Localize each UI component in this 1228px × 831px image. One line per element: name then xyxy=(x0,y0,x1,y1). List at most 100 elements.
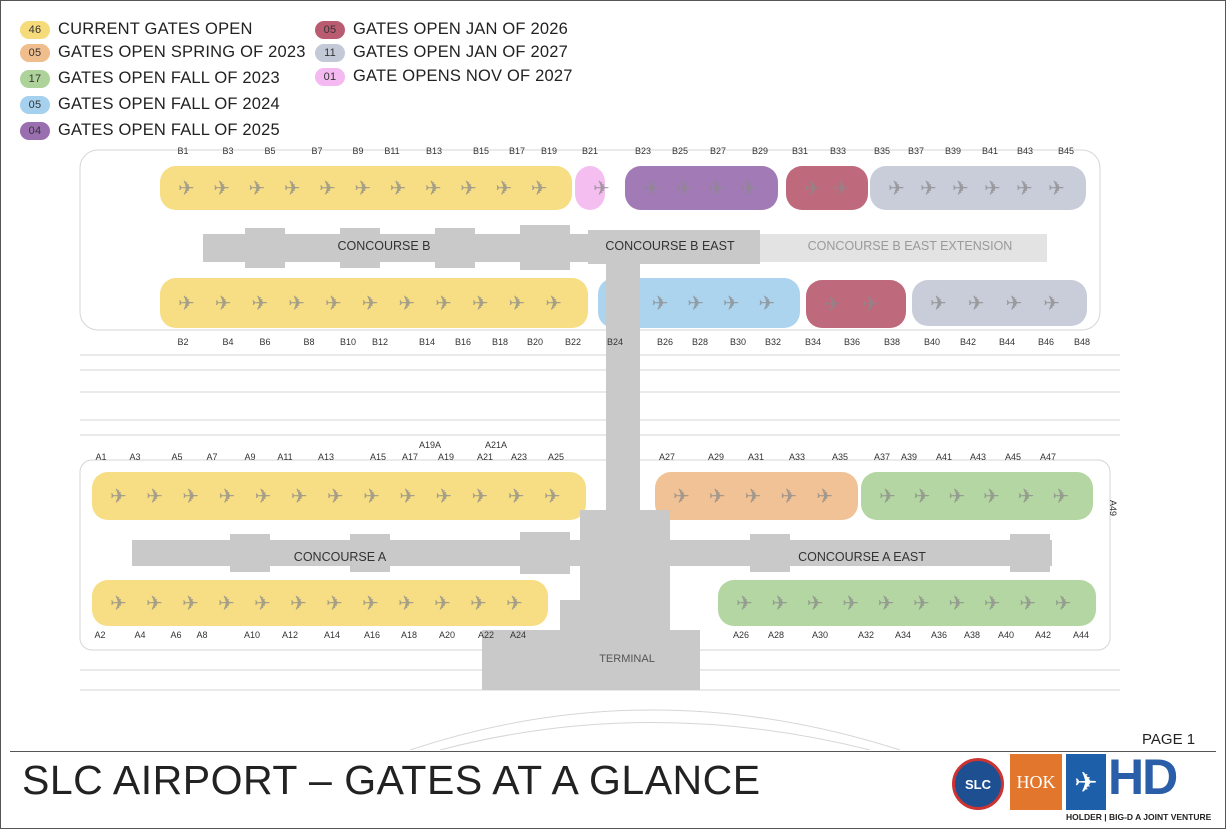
aircraft-icon: ✈ xyxy=(215,291,232,315)
gate-label: A30 xyxy=(812,630,828,640)
gate-label: B33 xyxy=(830,146,846,156)
legend-count-badge: 04 xyxy=(20,121,50,140)
gate-label: A12 xyxy=(282,630,298,640)
gate-label: A3 xyxy=(129,452,140,462)
legend-label: GATE OPENS NOV OF 2027 xyxy=(353,67,573,85)
gate-label: A24 xyxy=(510,630,526,640)
gate-label: A37 xyxy=(874,452,890,462)
gate-label: B8 xyxy=(303,337,314,347)
gate-label: A36 xyxy=(931,630,947,640)
aircraft-icon: ✈ xyxy=(879,484,896,508)
aircraft-icon: ✈ xyxy=(888,176,905,200)
aircraft-icon: ✈ xyxy=(780,484,797,508)
gate-label: B23 xyxy=(635,146,651,156)
legend-count-badge: 05 xyxy=(20,95,50,114)
aircraft-icon: ✈ xyxy=(327,484,344,508)
legend-count-badge: 05 xyxy=(20,43,50,62)
gate-label: A5 xyxy=(171,452,182,462)
page-title: SLC AIRPORT – GATES AT A GLANCE xyxy=(22,757,761,803)
gate-label: B30 xyxy=(730,337,746,347)
aircraft-icon: ✈ xyxy=(758,291,775,315)
aircraft-icon: ✈ xyxy=(593,176,610,200)
aircraft-icon: ✈ xyxy=(842,591,859,615)
roadway-curve xyxy=(409,709,901,750)
band-b-east-fall2025 xyxy=(625,166,778,210)
aircraft-icon: ✈ xyxy=(709,484,726,508)
gate-label: B44 xyxy=(999,337,1015,347)
aircraft-icon: ✈ xyxy=(1052,484,1069,508)
aircraft-icon: ✈ xyxy=(983,484,1000,508)
aircraft-icon: ✈ xyxy=(1055,591,1072,615)
gate-label: A47 xyxy=(1040,452,1056,462)
aircraft-icon: ✈ xyxy=(687,291,704,315)
gate-label: B42 xyxy=(960,337,976,347)
aircraft-icon: ✈ xyxy=(218,591,235,615)
gate-label: B26 xyxy=(657,337,673,347)
aircraft-icon: ✈ xyxy=(435,484,452,508)
band-b-north-current xyxy=(160,166,572,210)
gate-label: A21A xyxy=(485,440,507,450)
aircraft-icon: ✈ xyxy=(470,591,487,615)
aircraft-icon: ✈ xyxy=(914,484,931,508)
legend-count-badge: 46 xyxy=(20,20,50,39)
aircraft-icon: ✈ xyxy=(930,291,947,315)
gate-label: B34 xyxy=(805,337,821,347)
gate-label: B35 xyxy=(874,146,890,156)
hok-text: HOK xyxy=(1016,771,1056,792)
band-b-east-fall2024 xyxy=(598,278,800,328)
gate-label: A10 xyxy=(244,630,260,640)
concourse-b-east-label: CONCOURSE B EAST xyxy=(605,239,735,253)
concourse-b-node xyxy=(340,228,380,268)
gate-label: B27 xyxy=(710,146,726,156)
aircraft-icon: ✈ xyxy=(472,291,489,315)
gate-label: A22 xyxy=(478,630,494,640)
gate-label: A43 xyxy=(970,452,986,462)
aircraft-icon: ✈ xyxy=(251,291,268,315)
taxiway-context xyxy=(79,149,1120,750)
aircraft-icon: ✈ xyxy=(673,484,690,508)
aircraft-icon: ✈ xyxy=(531,176,548,200)
aircraft-icon: ✈ xyxy=(425,176,442,200)
gate-label: A40 xyxy=(998,630,1014,640)
concourse-a-label: CONCOURSE A xyxy=(294,550,387,564)
aircraft-icon: ✈ xyxy=(288,291,305,315)
aircraft-icon: ✈ xyxy=(736,591,753,615)
gate-label: B17 xyxy=(509,146,525,156)
aircraft-icon: ✈ xyxy=(984,591,1001,615)
gate-label: A19A xyxy=(419,440,441,450)
page-number: PAGE 1 xyxy=(1142,731,1196,748)
connector-tunnel xyxy=(606,264,640,514)
band-a-north-current xyxy=(92,472,586,520)
gate-label: A7 xyxy=(206,452,217,462)
aircraft-icon: ✈ xyxy=(460,176,477,200)
aircraft-icon: ✈ xyxy=(363,484,380,508)
gate-label: A14 xyxy=(324,630,340,640)
band-a-south-current xyxy=(92,580,548,626)
gate-label: A18 xyxy=(401,630,417,640)
aircraft-icon: ✈ xyxy=(745,484,762,508)
aircraft-icon: ✈ xyxy=(968,291,985,315)
aircraft-icon: ✈ xyxy=(284,176,301,200)
gate-label: B4 xyxy=(222,337,233,347)
gate-label: A21 xyxy=(477,452,493,462)
gate-label: B19 xyxy=(541,146,557,156)
gate-label: A45 xyxy=(1005,452,1021,462)
gate-label: A35 xyxy=(832,452,848,462)
gate-label: B28 xyxy=(692,337,708,347)
aircraft-icon: ✈ xyxy=(110,591,127,615)
concourse-b-node xyxy=(245,228,285,268)
roadway-curve xyxy=(439,722,871,750)
terminal-building xyxy=(482,510,700,690)
gate-label: B36 xyxy=(844,337,860,347)
gate-label: B5 xyxy=(264,146,275,156)
band-b-ext-jan2027-north xyxy=(870,166,1086,210)
band-a-east-fall2023-north xyxy=(861,472,1093,520)
aircraft-icon: ✈ xyxy=(146,591,163,615)
concourse-a-east-node xyxy=(1010,534,1050,572)
concourse-b-label: CONCOURSE B xyxy=(337,239,430,253)
aircraft-icon: ✈ xyxy=(398,591,415,615)
aircraft-icon: ✈ xyxy=(178,176,195,200)
aircraft-icon: ✈ xyxy=(255,484,272,508)
